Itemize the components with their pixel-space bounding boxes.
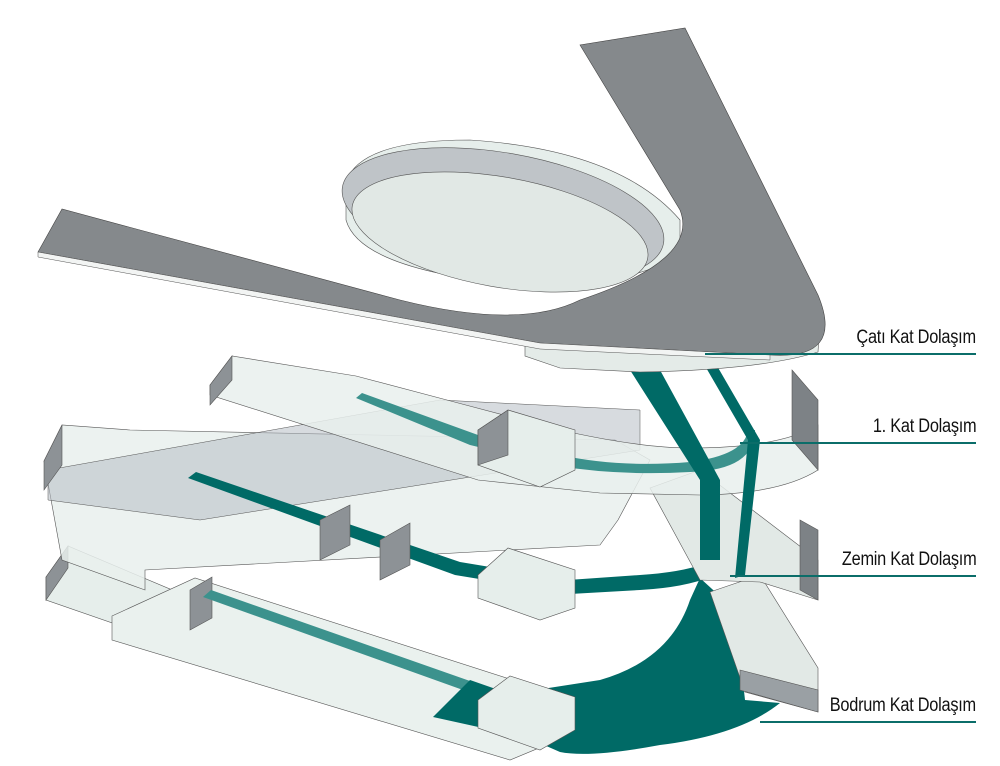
first-floor-end-wall [209,355,233,406]
basement-wing-wall [189,576,213,631]
ground-block-right-wall [799,519,819,601]
first-floor-right-wall [791,369,819,471]
basement-block-right-wall [739,669,819,713]
label-roof-circulation: Çatı Kat Dolaşım [856,327,977,348]
ground-block-a [319,504,351,561]
basement-level [45,545,819,761]
vertical-circulation [690,340,760,578]
first-floor-block-wall [477,409,509,466]
label-first-floor-circulation: 1. Kat Dolaşım [872,416,976,437]
basement-block-mid [477,675,576,751]
drum-inner [351,171,649,293]
label-basement-circulation: Bodrum Kat Dolaşım [829,695,976,716]
ground-corridor [188,472,748,594]
roof-level [37,27,826,373]
ground-block-b [379,522,411,581]
vertical-circulation-2 [630,370,720,560]
roof-slab [37,27,826,356]
ground-block-c [477,547,576,621]
label-ground-floor-circulation: Zemin Kat Dolaşım [841,549,976,570]
roof-slab-edge [37,251,771,361]
first-floor-level [209,355,819,496]
basement-corridor [203,590,470,690]
ground-end-wall [43,424,63,491]
